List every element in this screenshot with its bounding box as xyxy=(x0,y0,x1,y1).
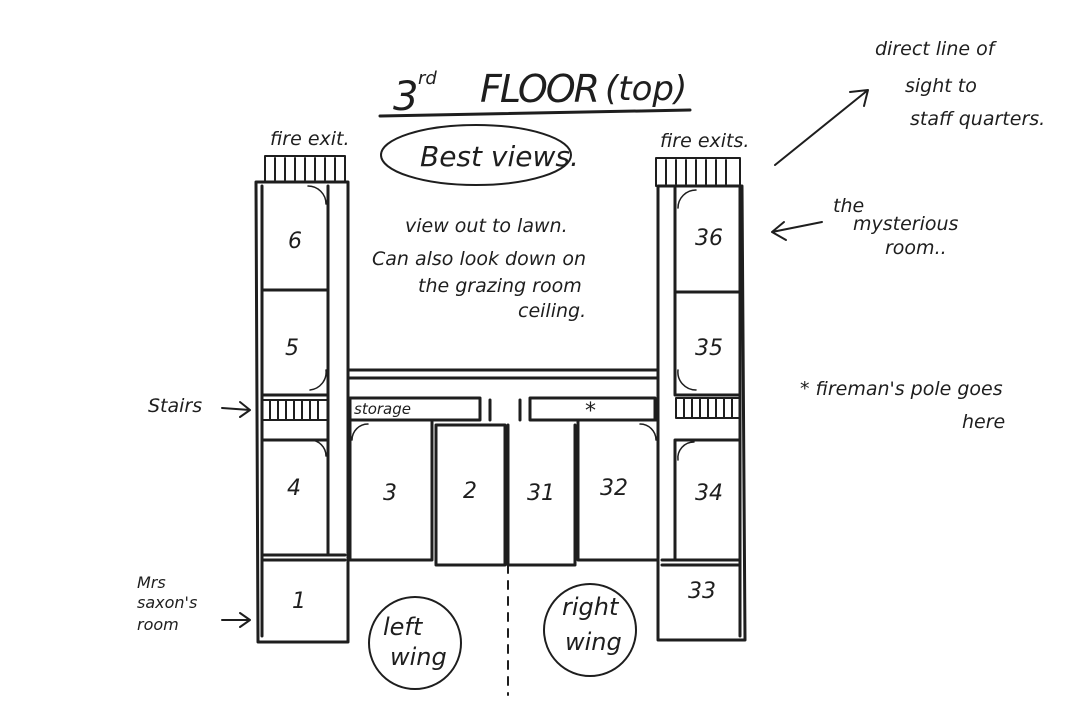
mysterious-2: mysterious xyxy=(853,213,959,235)
room-6: 6 xyxy=(288,229,302,254)
title-floor: FLOOR xyxy=(480,67,600,111)
fire-exit-right-label: fire exits. xyxy=(660,130,749,152)
room-35: 35 xyxy=(695,336,723,361)
right-wing-2: wing xyxy=(565,628,622,656)
room-1: 1 xyxy=(292,589,306,614)
mrs-saxon-arrow-icon xyxy=(221,612,251,628)
mrs-saxon-1: Mrs xyxy=(137,573,166,592)
line-of-sight-3: staff quarters. xyxy=(910,108,1045,130)
mysterious-arrow-icon xyxy=(771,221,823,241)
line-of-sight-arrow-icon xyxy=(774,89,869,166)
room-32: 32 xyxy=(600,476,628,501)
mysterious-3: room.. xyxy=(885,237,947,259)
mrs-saxon-2: saxon's xyxy=(137,593,197,612)
room-3: 3 xyxy=(383,481,397,506)
view-note-line1: view out to lawn. xyxy=(405,215,568,237)
room-4: 4 xyxy=(287,476,301,501)
room-34: 34 xyxy=(695,481,723,506)
right-wing-1: right xyxy=(562,593,620,621)
stairs-right xyxy=(675,397,741,419)
title-number: 3 xyxy=(393,74,418,120)
central-block-walls xyxy=(346,368,660,567)
left-wing-circle xyxy=(368,596,462,690)
storage-label: storage xyxy=(354,400,411,418)
room-31: 31 xyxy=(527,481,555,506)
mysterious-1: the xyxy=(833,195,864,217)
title-underline xyxy=(378,108,692,118)
best-views-label: Best views. xyxy=(420,140,579,173)
stairs-arrow-icon xyxy=(221,401,251,418)
view-note-line4: ceiling. xyxy=(518,300,586,322)
line-of-sight-2: sight to xyxy=(905,75,977,97)
fire-exit-right-hatch xyxy=(655,157,741,187)
stairs-label: Stairs xyxy=(148,395,202,417)
room-5: 5 xyxy=(285,336,299,361)
fire-exit-left-label: fire exit. xyxy=(270,128,350,150)
left-wing-1: left xyxy=(383,613,424,641)
door-arcs xyxy=(307,185,697,461)
line-of-sight-1: direct line of xyxy=(875,38,998,60)
mrs-saxon-3: room xyxy=(137,615,179,634)
room-2: 2 xyxy=(463,479,477,504)
room-36: 36 xyxy=(695,226,723,251)
view-note-line2: Can also look down on xyxy=(372,248,586,270)
best-views-ellipse xyxy=(380,124,572,186)
fireman-pole-marker: * xyxy=(585,399,596,424)
left-wing-2: wing xyxy=(390,643,447,671)
room-33: 33 xyxy=(688,579,716,604)
stairs-left xyxy=(261,399,329,421)
title-sub: (top) xyxy=(605,69,687,109)
fire-exit-left-hatch xyxy=(264,155,346,183)
right-wing-circle xyxy=(543,583,637,677)
fireman-pole-1: * fireman's pole goes xyxy=(800,378,1003,400)
fireman-pole-2: here xyxy=(962,411,1005,433)
title-sup: rd xyxy=(418,68,437,89)
view-note-line3: the grazing room xyxy=(418,275,582,297)
